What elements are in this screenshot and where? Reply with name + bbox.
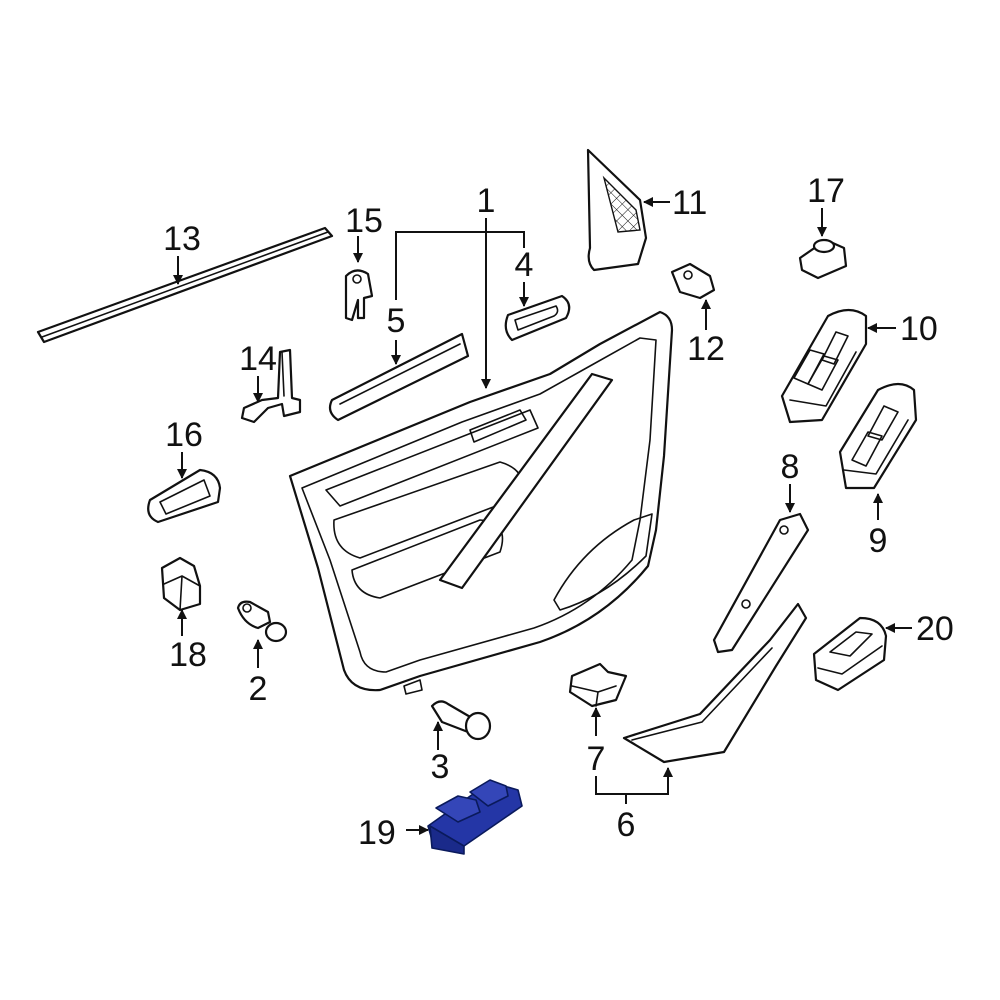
callout-1: 1 [477, 182, 496, 220]
callout-6: 6 [617, 806, 636, 844]
callout-19: 19 [358, 814, 396, 852]
part-10-window-switch [780, 308, 868, 424]
part-9-window-switch [838, 382, 918, 490]
callout-5: 5 [387, 302, 406, 340]
callout-12: 12 [687, 330, 725, 368]
callout-8: 8 [781, 448, 800, 486]
part-13-belt-molding [36, 226, 334, 344]
callout-11: 11 [672, 184, 707, 222]
part-15-clip [344, 269, 374, 322]
callout-4: 4 [515, 246, 534, 284]
part-19-window-switch-highlighted [427, 779, 523, 855]
part-11-speaker-grille [586, 148, 648, 272]
callout-20: 20 [916, 610, 954, 648]
part-3-bolt [430, 700, 492, 741]
callout-17: 17 [807, 172, 845, 210]
part-8-reinforcement [712, 512, 810, 654]
callout-3: 3 [431, 748, 450, 786]
part-5-trim-strip [328, 332, 470, 422]
part-7-clip [568, 662, 628, 708]
callout-labels: 1 2 3 4 5 6 7 8 9 10 11 12 13 14 15 16 1… [163, 172, 954, 852]
callout-18: 18 [169, 636, 207, 674]
callout-13: 13 [163, 220, 201, 258]
part-1-door-trim-panel [288, 310, 674, 695]
callout-7: 7 [587, 740, 606, 778]
callout-15: 15 [345, 202, 383, 240]
part-12-fastener [670, 262, 716, 300]
callout-2: 2 [249, 670, 268, 708]
callout-14: 14 [239, 340, 277, 378]
part-18-switch-block [160, 556, 202, 612]
callout-10: 10 [900, 310, 938, 348]
part-4-handle-bezel [504, 294, 571, 342]
callout-9: 9 [869, 522, 888, 560]
part-17-switch [798, 238, 848, 280]
leader-lines [173, 197, 912, 835]
callout-16: 16 [165, 416, 203, 454]
part-16-switch-bezel [147, 468, 222, 524]
part-6-armrest-trim [622, 602, 808, 764]
part-20-mirror-switch [812, 616, 888, 692]
part-2-push-clip [236, 600, 288, 643]
